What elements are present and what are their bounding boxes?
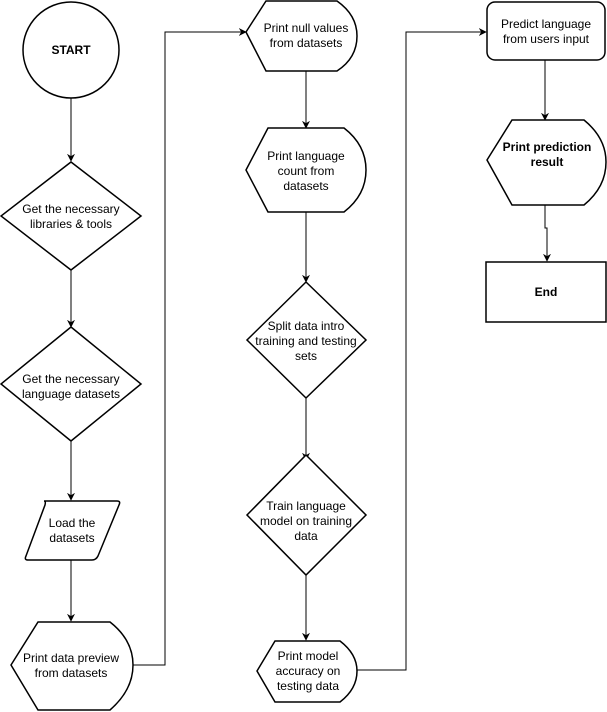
edge-preview-nulls (133, 28, 247, 666)
node-accuracy[interactable]: Print model accuracy on testing data (256, 640, 358, 703)
node-label: datasets (49, 531, 94, 545)
node-label: data (294, 529, 318, 543)
node-end[interactable]: End (485, 261, 607, 323)
node-label: from datasets (270, 36, 343, 50)
node-nulls[interactable]: Print null values from datasets (245, 0, 358, 72)
node-label: sets (295, 349, 317, 363)
node-label: START (51, 43, 91, 57)
node-predict[interactable]: Predict language from users input (486, 1, 606, 61)
node-label: Split data intro (268, 319, 345, 333)
node-label: Get the necessary (22, 372, 119, 386)
node-split[interactable]: Split data intro training and testing se… (245, 280, 368, 400)
edge-result-end (543, 205, 551, 262)
node-label: testing data (277, 679, 339, 693)
node-label: from users input (503, 32, 590, 46)
node-label: Print prediction (503, 140, 592, 154)
node-label: result (531, 155, 564, 169)
node-preview[interactable]: Print data preview from datasets (10, 621, 134, 711)
node-label: from datasets (35, 666, 108, 680)
node-label: Get the necessary (22, 202, 119, 216)
edge-accuracy-predict (357, 28, 487, 671)
edges (67, 28, 551, 671)
node-label: accuracy on (276, 664, 341, 678)
node-label: Train language (266, 499, 346, 513)
node-label: Predict language (501, 17, 591, 31)
node-label: datasets (283, 179, 328, 193)
node-datasets[interactable]: Get the necessary language datasets (0, 326, 143, 442)
node-result[interactable]: Print prediction result (486, 119, 607, 206)
node-label: count from (278, 164, 335, 178)
node-label: Print data preview (23, 651, 119, 665)
node-label: model on training (260, 514, 352, 528)
node-label: language datasets (22, 387, 120, 401)
node-label: libraries & tools (30, 217, 112, 231)
node-train[interactable]: Train language model on training data (245, 453, 368, 577)
node-label: Load the (49, 516, 96, 530)
node-label: Print model (278, 649, 339, 663)
node-label: End (535, 285, 558, 299)
node-label: training and testing (255, 334, 356, 348)
node-label: Print null values (264, 21, 349, 35)
node-label: Print language (267, 149, 345, 163)
node-start[interactable]: START (22, 1, 120, 99)
node-libraries[interactable]: Get the necessary libraries & tools (0, 161, 143, 271)
node-count[interactable]: Print language count from datasets (245, 127, 367, 213)
node-load[interactable]: Load the datasets (24, 500, 121, 561)
